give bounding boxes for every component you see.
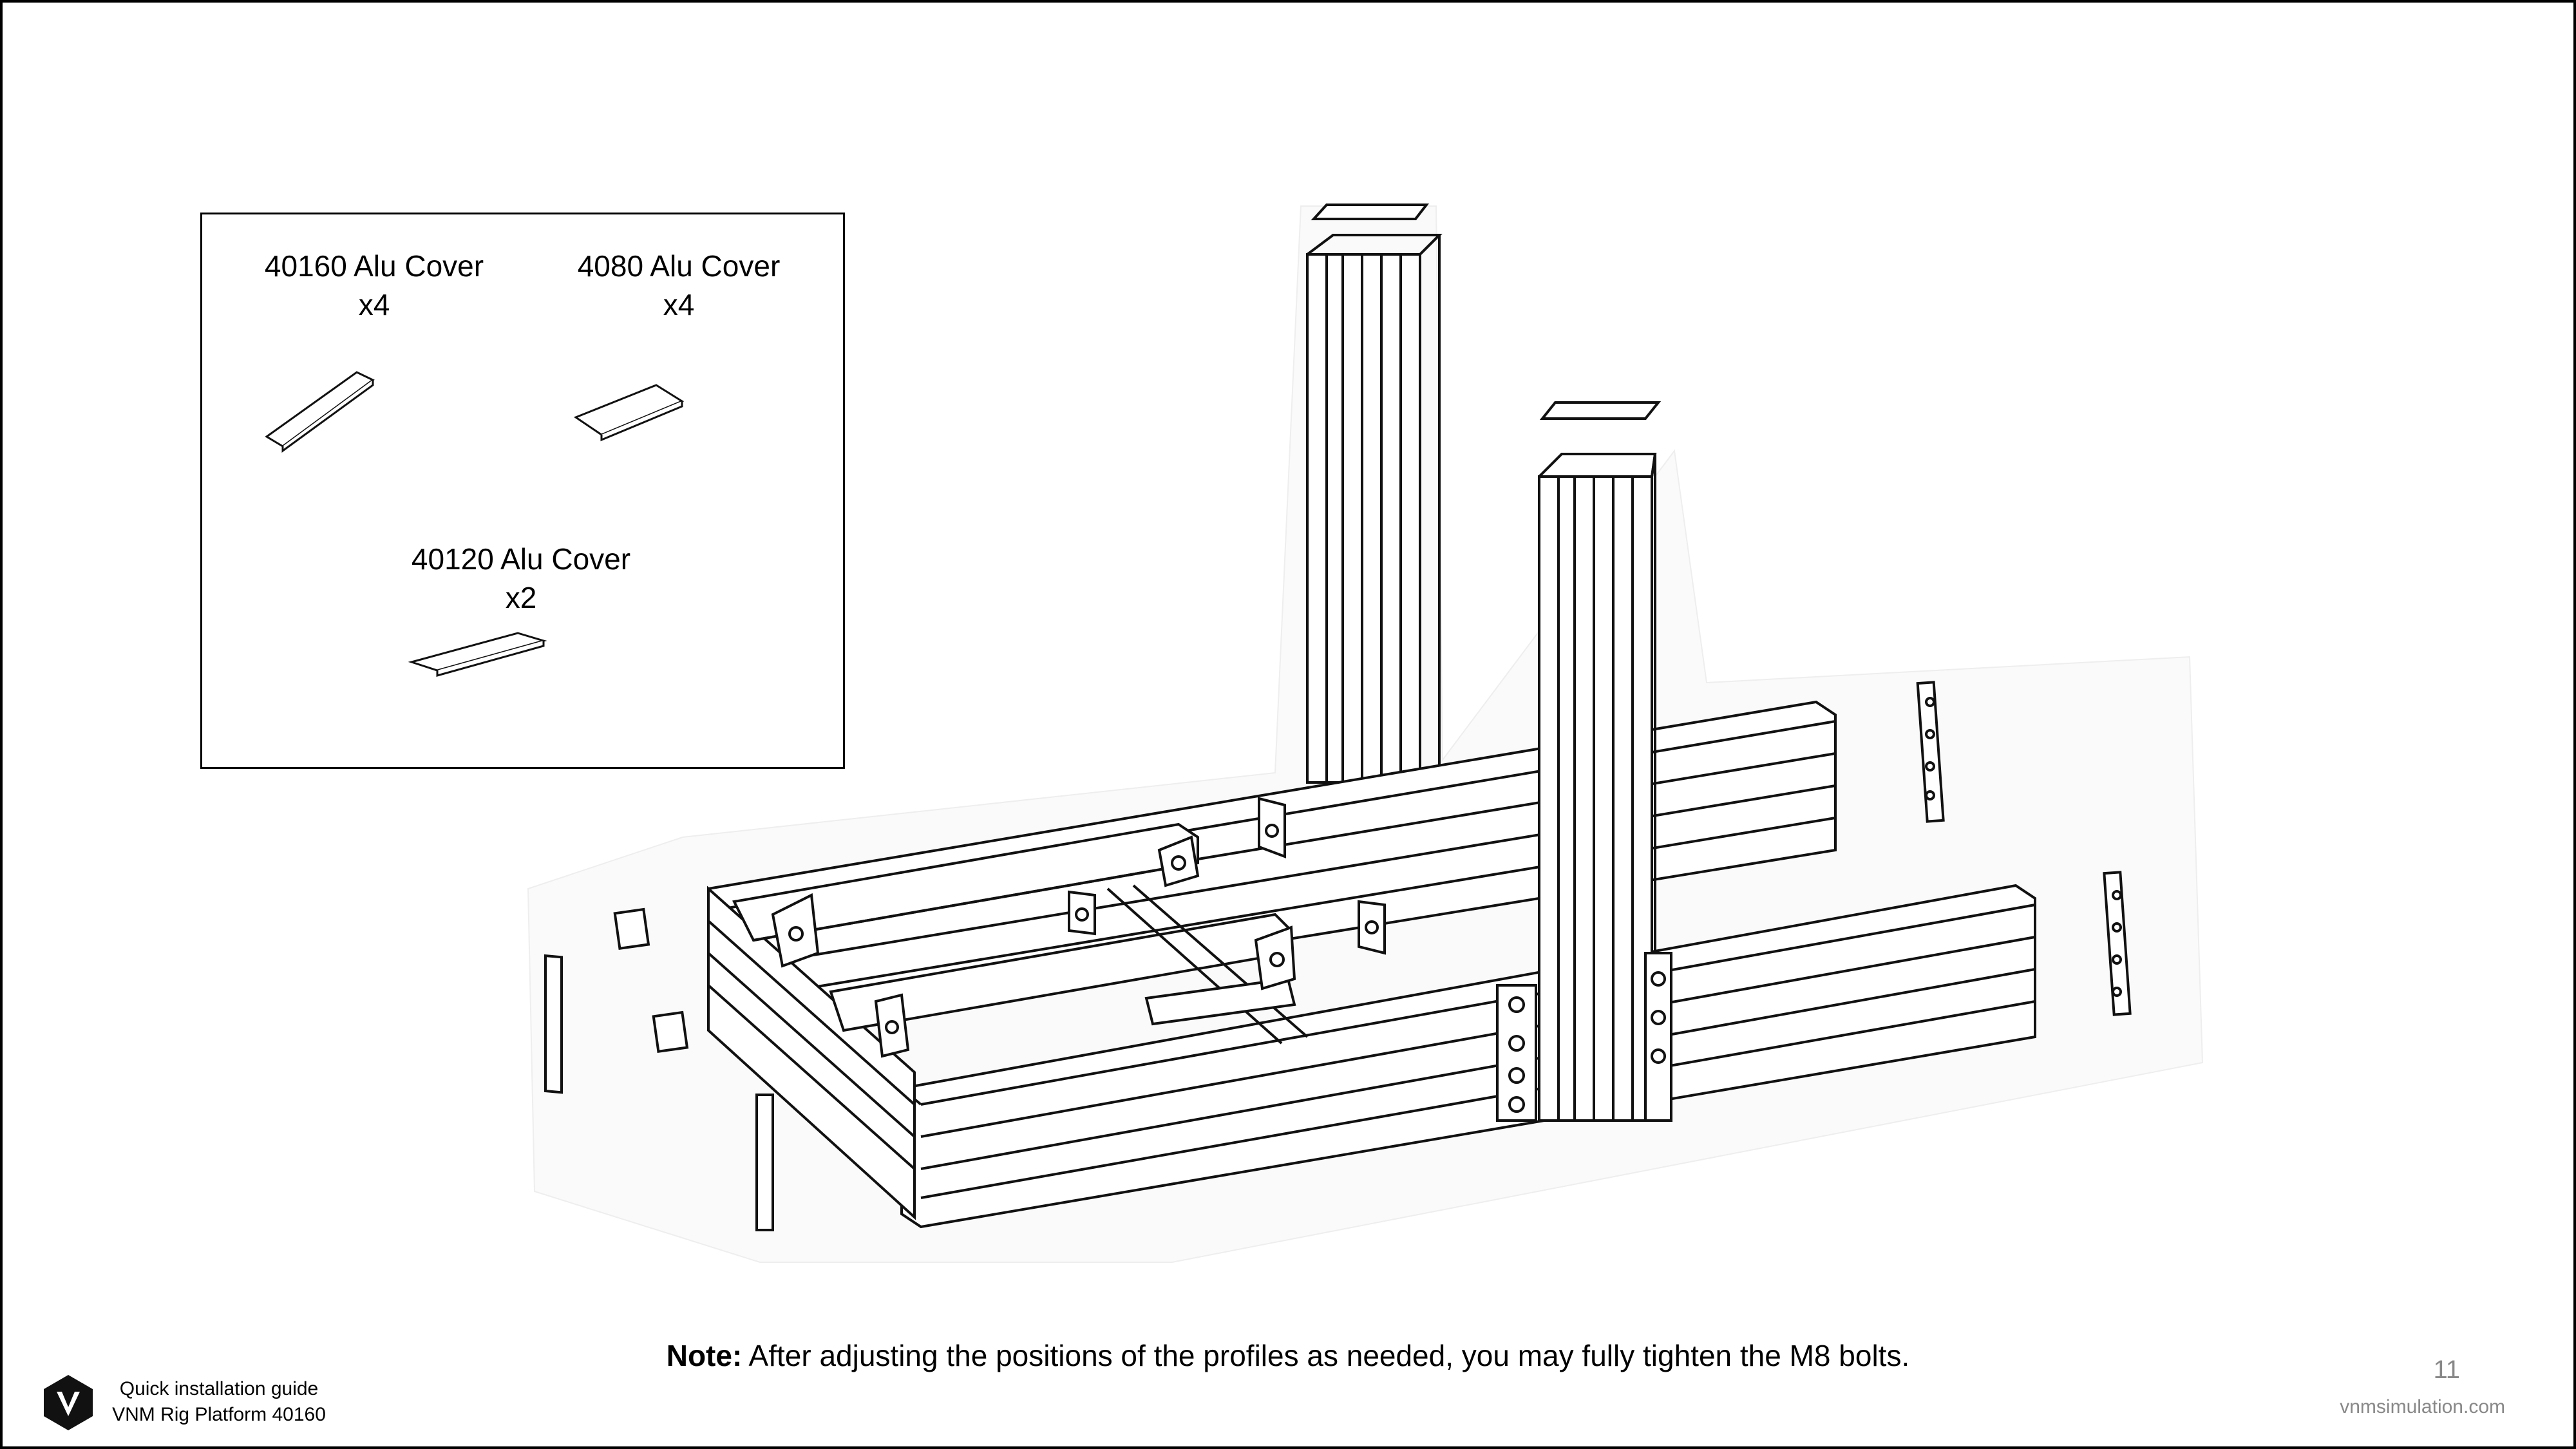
assembly-note: Note: After adjusting the positions of t… [0, 1338, 2576, 1373]
post-mounting-plates [1496, 952, 1672, 1122]
corner-brackets [771, 797, 1386, 1058]
page-number: 11 [2433, 1356, 2460, 1384]
part-4080-label: 4080 Alu Cover x4 [511, 247, 846, 324]
cover-4080-image [573, 384, 685, 442]
front-post-cover [1539, 401, 1662, 420]
note-text: After adjusting the positions of the pro… [748, 1339, 1910, 1372]
cover-40120-image [408, 632, 547, 677]
part-40160-qty: x4 [358, 288, 390, 321]
part-4080-name: 4080 Alu Cover [577, 249, 781, 283]
front-vertical-post [1538, 453, 1657, 1122]
loose-end-covers [544, 681, 2132, 1231]
guide-title: Quick installation guide VNM Rig Platfor… [106, 1376, 332, 1428]
front-long-profile [900, 884, 2036, 1229]
cover-40160-image [265, 371, 375, 453]
part-40120-label: 40120 Alu Cover x2 [354, 540, 688, 617]
website-link[interactable]: vnmsimulation.com [2340, 1396, 2505, 1417]
part-40120-name: 40120 Alu Cover [411, 542, 631, 576]
guide-line-2: VNM Rig Platform 40160 [112, 1404, 326, 1425]
note-label: Note: [666, 1339, 743, 1372]
part-4080-qty: x4 [663, 288, 695, 321]
guide-line-1: Quick installation guide [119, 1378, 319, 1399]
rear-post-cover [1311, 204, 1430, 220]
part-40120-qty: x2 [505, 581, 537, 614]
vnm-logo-icon [44, 1375, 93, 1430]
part-40160-name: 40160 Alu Cover [264, 249, 484, 283]
inner-cross-members [732, 822, 1309, 1045]
part-40160-label: 40160 Alu Cover x4 [207, 247, 542, 324]
rear-vertical-post [1306, 234, 1443, 784]
parts-legend-box: 40160 Alu Cover x4 4080 Alu Cover x4 401… [200, 213, 845, 769]
